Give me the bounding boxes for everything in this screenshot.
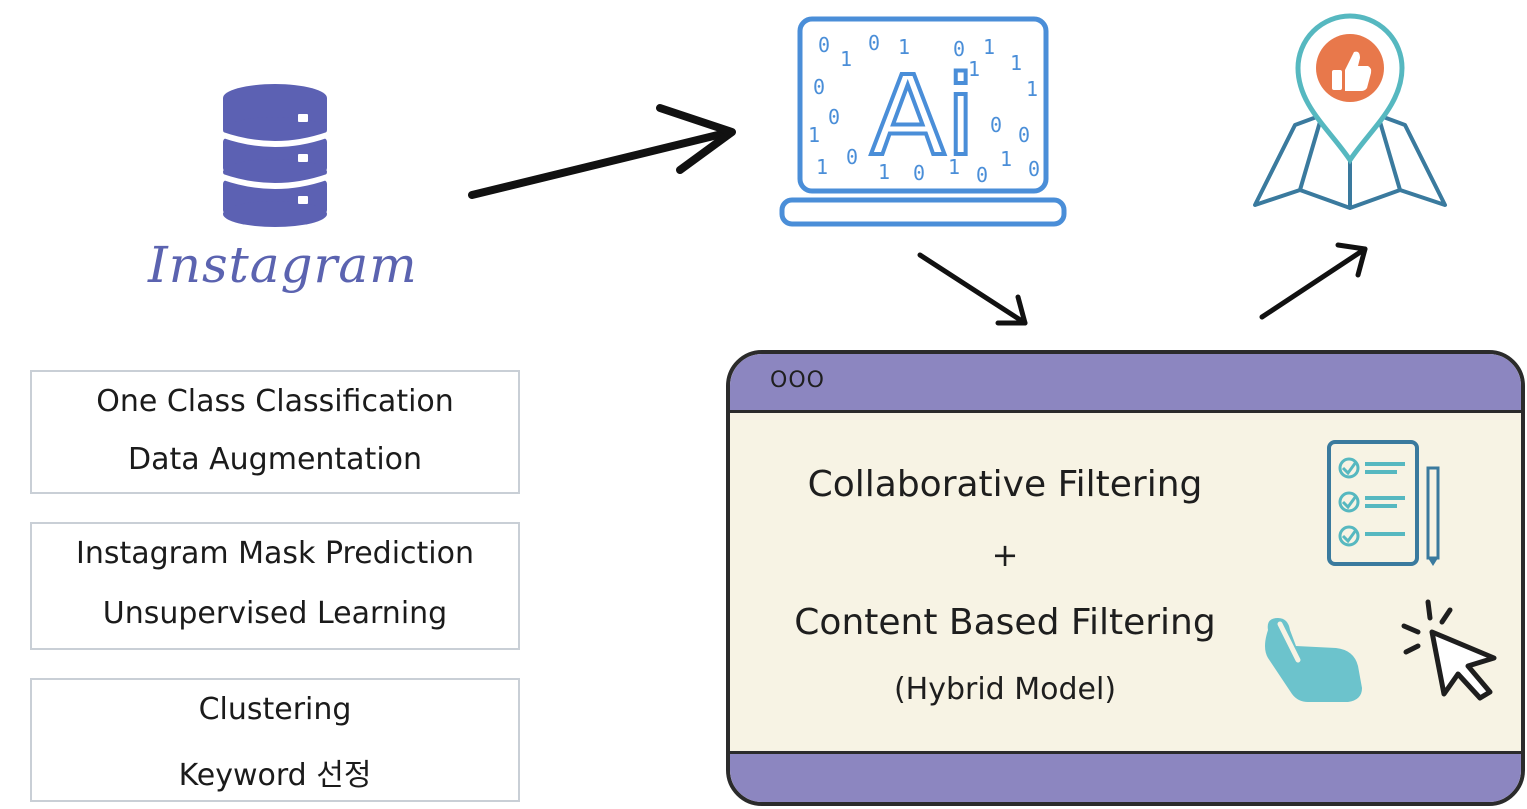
ai-bit: 0 xyxy=(818,33,830,57)
ai-bit: 0 xyxy=(913,161,925,185)
window-controls: OOO xyxy=(770,368,825,393)
arrow-to-ai xyxy=(468,104,736,199)
ai-bit: 0 xyxy=(813,75,825,99)
ai-bit: 0 xyxy=(953,37,965,61)
ai-bit: 1 xyxy=(948,155,960,179)
method-box-1-line-1: One Class Classification xyxy=(96,384,454,419)
method-box-1-line-2: Data Augmentation xyxy=(127,442,423,477)
ai-bit: 1 xyxy=(1026,77,1038,101)
model-window: OOO Collaborative Filtering + Content Ba… xyxy=(726,350,1525,806)
ai-bit: 0 xyxy=(1028,157,1040,181)
checklist-icon xyxy=(1327,440,1440,566)
ai-bit: 0 xyxy=(868,31,880,55)
content-based-filtering-label: Content Based Filtering xyxy=(794,602,1216,643)
method-box-3: Clustering Keyword 선정 xyxy=(30,678,520,802)
method-box-3-line-1: Clustering xyxy=(198,692,352,727)
method-box-2-line-2: Unsupervised Learning xyxy=(102,596,448,631)
ai-bit: 1 xyxy=(968,57,980,81)
database-icon xyxy=(223,84,327,227)
ai-bit: 1 xyxy=(898,35,910,59)
arrow-to-model xyxy=(917,252,1028,326)
cursor-click-icon xyxy=(1401,599,1497,701)
ai-bit: 1 xyxy=(1000,147,1012,171)
map-pin-icon xyxy=(1253,13,1447,210)
hybrid-model-label: (Hybrid Model) xyxy=(893,672,1117,707)
method-box-3-line-2: Keyword 선정 xyxy=(178,758,372,793)
ai-logo-text: Ai xyxy=(870,52,976,180)
ai-bit: 1 xyxy=(878,160,890,184)
ai-bit: 0 xyxy=(976,163,988,187)
ai-bit: 1 xyxy=(840,47,852,71)
ai-bit: 0 xyxy=(1018,123,1030,147)
hand-tap-icon xyxy=(1265,618,1362,702)
ai-laptop-icon: Ai 0 1 0 1 1 0 1 0 1 0 0 1 0 1 0 1 0 1 0… xyxy=(779,16,1067,227)
ai-bit: 1 xyxy=(983,35,995,59)
collaborative-filtering-label: Collaborative Filtering xyxy=(807,464,1203,505)
ai-bit: 1 xyxy=(1010,51,1022,75)
ai-bit: 1 xyxy=(808,123,820,147)
ai-bit: 0 xyxy=(828,105,840,129)
arrow-to-recommendation xyxy=(1259,242,1368,320)
ai-bit: 0 xyxy=(846,145,858,169)
ai-bit: 1 xyxy=(816,155,828,179)
window-footer-bar xyxy=(730,751,1521,802)
instagram-label: Instagram xyxy=(148,236,418,294)
window-title-bar: OOO xyxy=(730,354,1521,413)
method-box-2: Instagram Mask Prediction Unsupervised L… xyxy=(30,522,520,650)
method-box-2-line-1: Instagram Mask Prediction xyxy=(76,536,474,571)
method-box-1: One Class Classification Data Augmentati… xyxy=(30,370,520,494)
ai-bit: 0 xyxy=(990,113,1002,137)
plus-sign: + xyxy=(991,536,1019,574)
